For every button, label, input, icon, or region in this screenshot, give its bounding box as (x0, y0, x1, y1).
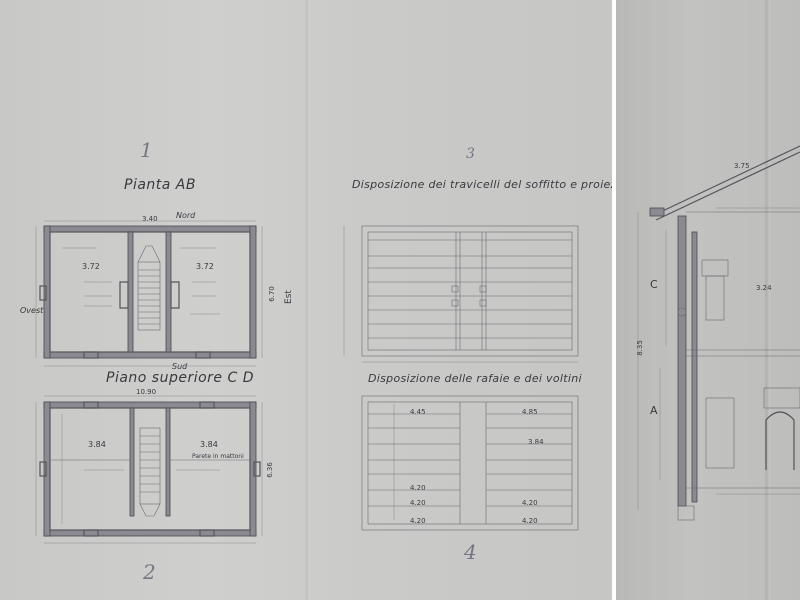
rafter-value-left-1: 4.20 (410, 484, 426, 492)
section-dim-a: 3.75 (734, 162, 750, 170)
west-label: Ovest (20, 306, 44, 315)
rafter-value-right-0: 4.85 (522, 408, 538, 416)
plan-ab-room-left: 3.72 (82, 262, 100, 271)
plan-ab-drawing (35, 220, 263, 367)
sheet-number-3: 3 (466, 146, 475, 162)
section-drawing (637, 145, 800, 521)
rafters-title: Disposizione delle rafaie e dei voltini (368, 372, 582, 385)
beams-grid-drawing (343, 225, 579, 363)
plan-ab-title: Pianta AB (124, 177, 196, 193)
plan-cd-top-dim: 10.90 (136, 388, 157, 396)
north-label: Nord (176, 211, 196, 220)
plan-ab-room-right: 3.72 (196, 262, 214, 271)
rafter-value-left-3: 4.20 (410, 517, 426, 525)
plan-cd-title: Piano superiore C D (106, 370, 255, 386)
rafter-value-left-0: 4.45 (410, 408, 426, 416)
sheet-number-2: 2 (143, 560, 156, 584)
rafter-value-right-1: 3.84 (528, 438, 544, 446)
rafters-grid-drawing (361, 395, 579, 531)
rafter-value-left-2: 4.20 (410, 499, 426, 507)
plan-cd-drawing (35, 395, 263, 544)
page-gutter (612, 0, 616, 600)
plan-ab-top-dim: 3.40 (142, 215, 158, 223)
south-label: Sud (172, 362, 188, 371)
section-linework (637, 145, 800, 521)
drawing-linework (35, 220, 579, 544)
beams-title: Disposizione dei travicelli del soffitto… (352, 178, 612, 191)
section-label-a: A (650, 404, 658, 417)
paper-fold-right (764, 0, 772, 600)
paper-fold (305, 0, 311, 600)
drawing-sheet-left: 1 3 2 4 Pianta AB Piano superiore C D Di… (0, 0, 612, 600)
plan-cd-room-left: 3.84 (88, 440, 106, 449)
section-label-c: C (650, 278, 658, 291)
section-dim-b: 3.24 (756, 284, 772, 292)
plan-cd-wall-label: Parete in mattoni (192, 453, 244, 460)
drawing-sheet-right: C A 8.35 3.75 3.24 (616, 0, 800, 600)
plan-cd-room-right: 3.84 (200, 440, 218, 449)
sheet-number-4: 4 (464, 540, 477, 564)
sheet-number-1: 1 (140, 138, 153, 162)
rafter-value-right-2: 4.20 (522, 499, 538, 507)
rafter-value-right-3: 4.20 (522, 517, 538, 525)
